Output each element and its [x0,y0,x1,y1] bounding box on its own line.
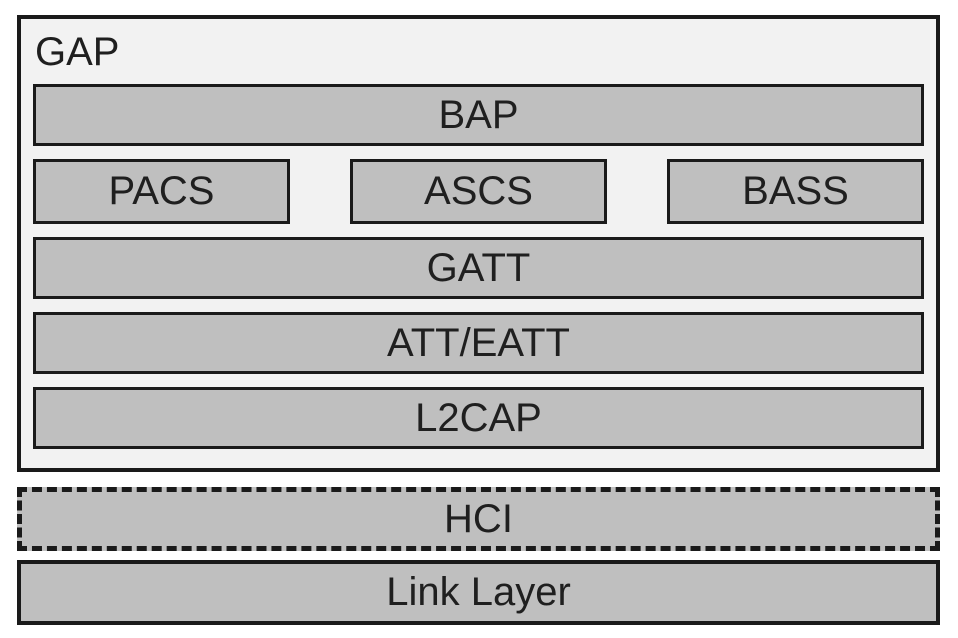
link-layer: Link Layer [17,560,940,625]
att-eatt-layer: ATT/EATT [33,312,924,374]
services-row: PACS ASCS BASS [33,159,924,224]
gatt-layer: GATT [33,237,924,299]
bap-layer: BAP [33,84,924,146]
bass-box: BASS [667,159,924,224]
pacs-box: PACS [33,159,290,224]
gap-container: GAP BAP PACS ASCS BASS GATT ATT/EATT L2C… [17,15,940,472]
gap-label: GAP [35,30,120,74]
l2cap-layer: L2CAP [33,387,924,449]
hci-layer: HCI [17,487,940,551]
ascs-box: ASCS [350,159,607,224]
